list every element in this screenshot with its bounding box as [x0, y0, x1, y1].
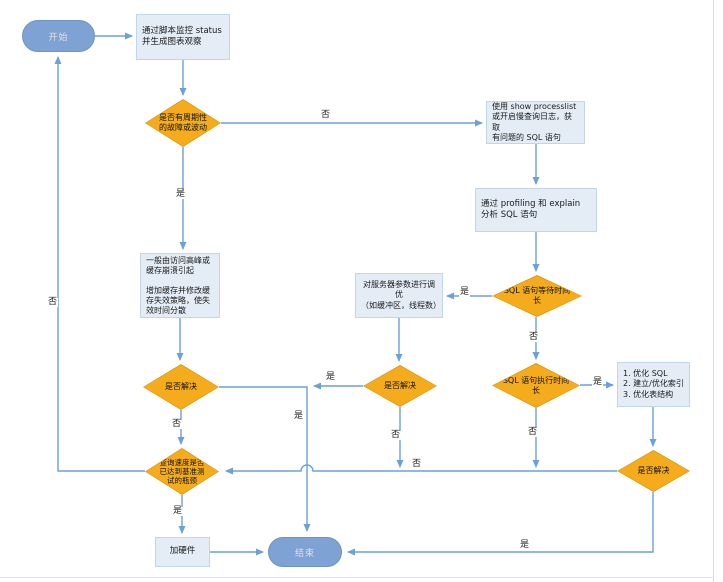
solved-mid-decision: 是否解决	[363, 365, 437, 407]
solved-left-decision: 是否解决	[143, 364, 219, 410]
solved-right-label: 是否解决	[637, 466, 670, 476]
edge-label-periodic-yes: 是	[175, 189, 187, 199]
sql-wait-time-decision: SQL 语句等待时间 长	[492, 275, 582, 317]
monitor-status-node: 通过脚本监控 status 并生成图表观察	[136, 14, 230, 60]
start-label: 开始	[48, 32, 69, 43]
monitor-status-label: 通过脚本监控 status 并生成图表观察	[142, 25, 222, 47]
edge-label-solve-left-no: 否	[171, 419, 183, 429]
profiling-explain-label: 通过 profiling 和 explain 分析 SQL 语句	[481, 198, 581, 220]
diamond-shape-fill: 是否解决	[144, 365, 218, 409]
cache-peak-label: 一般由访问高峰或 缓存崩溃引起 增加缓存并修改缓 存失效策略，使失 效时间分散	[146, 255, 210, 315]
diamond-shape-fill: 是否有周期性 的故障或波动	[146, 100, 220, 146]
edge-benchmark-no-to-start	[54, 56, 145, 472]
diamond-shape-fill: SQL 语句等待时间 长	[493, 276, 581, 316]
cache-peak-node: 一般由访问高峰或 缓存崩溃引起 增加缓存并修改缓 存失效策略，使失 效时间分散	[140, 253, 220, 318]
edge-label-solve-right-yes: 是	[519, 540, 531, 550]
edge-label-solve-mid-no: 否	[390, 430, 402, 440]
diamond-shape-fill: 查询速度是否 已达到基准测 试的瓶颈	[146, 449, 218, 494]
profiling-explain-node: 通过 profiling 和 explain 分析 SQL 语句	[475, 188, 597, 232]
edge-solve-right-yes-to-end	[347, 492, 654, 556]
edge-label-exec-yes: 是	[592, 377, 604, 387]
add-hardware-label: 加硬件	[169, 546, 196, 557]
page-edge-bottom	[0, 577, 714, 578]
show-processlist-node: 使用 show processlist 或开启慢查询日志，获取 有问题的 SQL…	[486, 101, 585, 144]
edge-label-solve-right-no: 否	[411, 459, 423, 469]
end-label: 结束	[294, 548, 315, 559]
sql-exec-time-label: SQL 语句执行时间 长	[502, 375, 570, 395]
sql-exec-time-decision: SQL 语句执行时间 长	[492, 363, 580, 408]
tune-server-params-node: 对服务器参数进行调优 （如缓冲区，线程数）	[355, 273, 443, 318]
edge-label-benchmark-yes: 是	[172, 506, 184, 516]
edge-label-wait-yes: 是	[459, 287, 471, 297]
page-edge-right	[713, 0, 714, 582]
diamond-shape-fill: 是否解决	[618, 451, 689, 491]
periodic-fault-decision: 是否有周期性 的故障或波动	[145, 99, 221, 147]
edge-label-solve-left-yes: 是	[293, 411, 305, 421]
diamond-shape-fill: 是否解决	[364, 366, 436, 406]
end-node: 结束	[268, 537, 342, 567]
periodic-fault-label: 是否有周期性 的故障或波动	[159, 113, 207, 132]
sql-wait-time-label: SQL 语句等待时间 长	[503, 286, 571, 305]
edge-label-exec-no: 否	[527, 427, 539, 437]
edge-solve-left-yes-to-end	[219, 386, 311, 532]
benchmark-bottleneck-decision: 查询速度是否 已达到基准测 试的瓶颈	[145, 448, 219, 495]
tune-server-params-label: 对服务器参数进行调优 （如缓冲区，线程数）	[361, 279, 441, 310]
solved-mid-label: 是否解决	[384, 381, 416, 391]
edge-label-benchmark-no: 否	[47, 297, 59, 307]
edge-label-wait-no: 否	[528, 332, 540, 342]
solved-left-label: 是否解决	[165, 382, 197, 392]
edge-label-periodic-no: 否	[320, 110, 332, 120]
optimize-sql-label: 1. 优化 SQL 2. 建立/优化索引 3. 优化表结构	[623, 368, 684, 399]
diamond-shape-fill: SQL 语句执行时间 长	[493, 364, 579, 407]
solved-right-decision: 是否解决	[617, 450, 690, 492]
show-processlist-label: 使用 show processlist 或开启慢查询日志，获取 有问题的 SQL…	[492, 101, 577, 142]
optimize-sql-node: 1. 优化 SQL 2. 建立/优化索引 3. 优化表结构	[617, 362, 690, 407]
start-node: 开始	[22, 20, 95, 52]
edge-label-solve-mid-yes: 是	[325, 372, 337, 382]
benchmark-bottleneck-label: 查询速度是否 已达到基准测 试的瓶颈	[159, 458, 205, 485]
add-hardware-node: 加硬件	[155, 537, 210, 567]
